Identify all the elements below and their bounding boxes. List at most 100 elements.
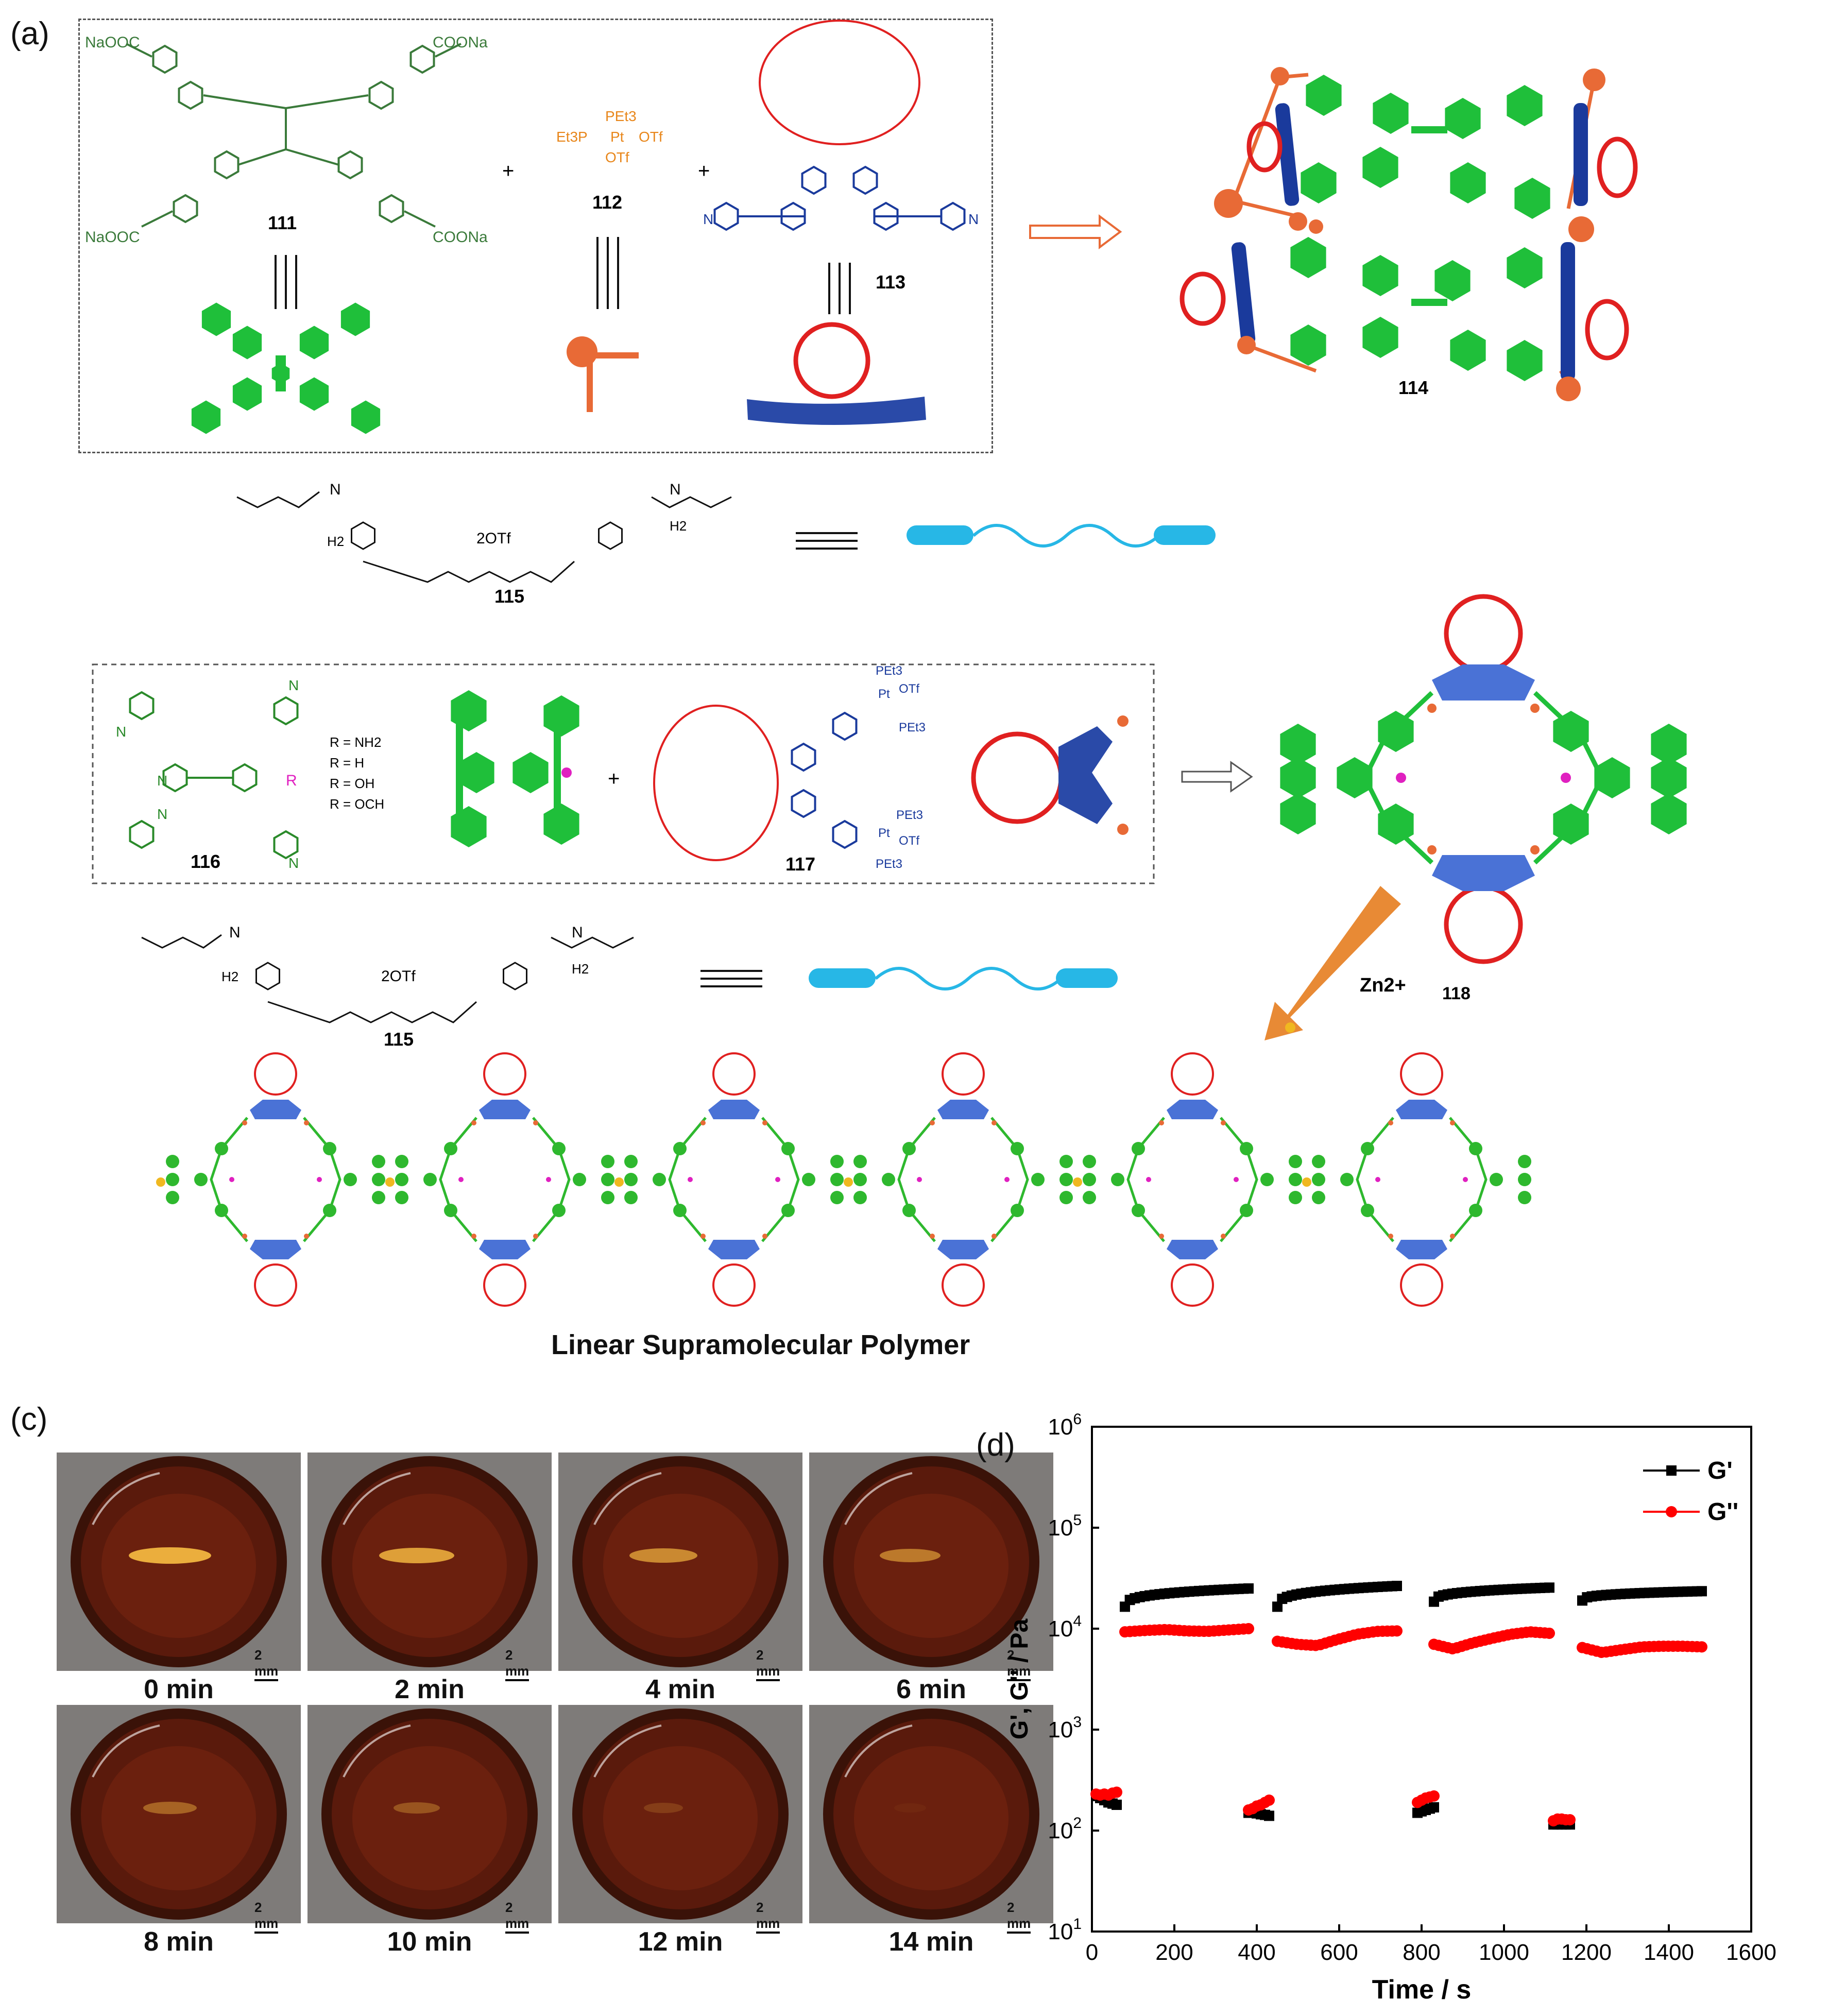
legend-marker (1666, 1465, 1677, 1476)
gel-photo (809, 1453, 1053, 1671)
h2-a1: H2 (327, 534, 344, 549)
scale-bar-label: 2 mm (505, 1900, 529, 1934)
two-otf-b: 2OTf (381, 968, 416, 985)
x-tick-label: 1200 (1561, 1940, 1612, 1965)
compound-111-label: 111 (268, 212, 297, 233)
r-group-3: R = OH (330, 776, 374, 791)
scale-bar-label: 2 mm (254, 1647, 278, 1681)
x-tick-label: 600 (1320, 1940, 1358, 1965)
svg-text:OTf: OTf (899, 682, 919, 696)
polymer-repeat-unit (1073, 1052, 1302, 1307)
svg-text:N: N (572, 924, 583, 941)
svg-text:PEt3: PEt3 (899, 721, 926, 734)
x-tick-label: 800 (1403, 1940, 1440, 1965)
svg-text:OTf: OTf (899, 834, 919, 848)
y-tick-label: 106 (1048, 1411, 1082, 1440)
zn-ion-dot (1302, 1177, 1311, 1187)
svg-text:N: N (229, 924, 241, 941)
y-tick-label: 105 (1048, 1512, 1082, 1541)
plot-frame (1091, 1426, 1752, 1933)
x-tick-label: 0 (1086, 1940, 1098, 1965)
time-label: 2 min (395, 1675, 465, 1704)
n-plus-a1: N (330, 481, 341, 498)
y-tick-label: 102 (1048, 1815, 1082, 1843)
scale-bar-label: 2 mm (1007, 1900, 1031, 1934)
panel-label-c: (c) (10, 1402, 48, 1437)
gel-photo (307, 1705, 552, 1923)
legend-label: G'' (1707, 1498, 1738, 1526)
x-tick-label: 1000 (1479, 1940, 1529, 1965)
gel-photo (57, 1705, 301, 1923)
compound-115-label-a: 115 (494, 586, 524, 607)
zn-ion-dot (1073, 1177, 1082, 1187)
svg-text:OTf: OTf (639, 129, 663, 145)
r-group-4: R = OCH (330, 796, 384, 812)
compound-116-cartoon (451, 690, 579, 847)
equiv-112 (596, 237, 619, 309)
coona-label-2: COONa (433, 229, 488, 246)
svg-text:N: N (116, 724, 126, 740)
n-label-2: N (968, 211, 979, 227)
zn-ion-dot (385, 1177, 395, 1187)
reaction-arrow-a (1029, 214, 1122, 249)
gel-photo (558, 1705, 802, 1923)
svg-text:R: R (286, 772, 297, 789)
svg-text:Pt: Pt (878, 826, 890, 840)
compound-116-structure (129, 691, 299, 859)
reactants-box-a (78, 19, 993, 453)
compound-115-cartoon-b (809, 967, 1118, 990)
zn-ion-dot (156, 1177, 165, 1187)
data-point-gdoubleprime (1696, 1641, 1707, 1653)
n-plus-a2: N (670, 481, 681, 498)
time-label: 0 min (144, 1675, 214, 1704)
compound-114-label: 114 (1398, 377, 1428, 398)
r-group-list: R = NH2 R = H R = OH R = OCH (330, 734, 384, 812)
legend-marker (1666, 1506, 1677, 1517)
equiv-113 (828, 263, 851, 314)
compound-115-structure-a (236, 491, 732, 583)
naooc-label-1: NaOOC (85, 34, 140, 51)
polymer-caption: Linear Supramolecular Polymer (551, 1329, 970, 1360)
svg-text:Pt: Pt (878, 687, 890, 701)
plus-3: + (608, 767, 620, 790)
r-group-2: R = H (330, 755, 364, 771)
svg-text:N: N (157, 773, 167, 789)
equiv-115-a (796, 532, 858, 550)
svg-text:N: N (288, 677, 299, 693)
h2-b2: H2 (572, 961, 589, 977)
scheme-svg: NaOOC COONa NaOOC COONa 111 + PEt3 Et3P … (85, 20, 1687, 1307)
zn-ion-dot (614, 1177, 624, 1187)
x-tick-label: 200 (1155, 1940, 1193, 1965)
svg-text:N: N (157, 806, 167, 822)
two-otf-a: 2OTf (476, 530, 511, 547)
panel-label-a: (a) (10, 16, 49, 52)
reaction-arrow-b (1181, 761, 1253, 793)
time-label: 10 min (387, 1927, 472, 1957)
y-tick-label: 103 (1048, 1714, 1082, 1742)
h2-b1: H2 (221, 969, 238, 984)
zn-ion-dot (844, 1177, 853, 1187)
plus-1: + (502, 160, 514, 182)
x-tick-label: 1400 (1644, 1940, 1694, 1965)
time-label: 4 min (645, 1675, 715, 1704)
compound-111-structure (126, 43, 462, 228)
x-axis-label: Time / s (1372, 1975, 1472, 2005)
data-point-gprime (1392, 1581, 1402, 1592)
reactants-box-b (92, 663, 1155, 884)
r-site-dot (561, 767, 572, 778)
compound-112-cartoon (567, 336, 639, 412)
polymer-repeat-unit (156, 1052, 385, 1307)
svg-text:Et3P: Et3P (556, 129, 588, 145)
y-tick-label: 101 (1048, 1916, 1082, 1944)
naooc-label-2: NaOOC (85, 229, 140, 246)
polymer-repeat-unit (385, 1052, 614, 1307)
n-label-1: N (703, 211, 713, 227)
time-label: 6 min (896, 1675, 966, 1704)
data-point-gprime (1697, 1586, 1707, 1597)
scale-bar-label: 2 mm (254, 1900, 278, 1934)
compound-113-cartoon (747, 322, 926, 425)
svg-text:Pt: Pt (610, 129, 624, 145)
svg-text:PEt3: PEt3 (876, 857, 902, 871)
gel-photo (57, 1453, 301, 1671)
compound-115-structure-b (141, 934, 634, 1023)
